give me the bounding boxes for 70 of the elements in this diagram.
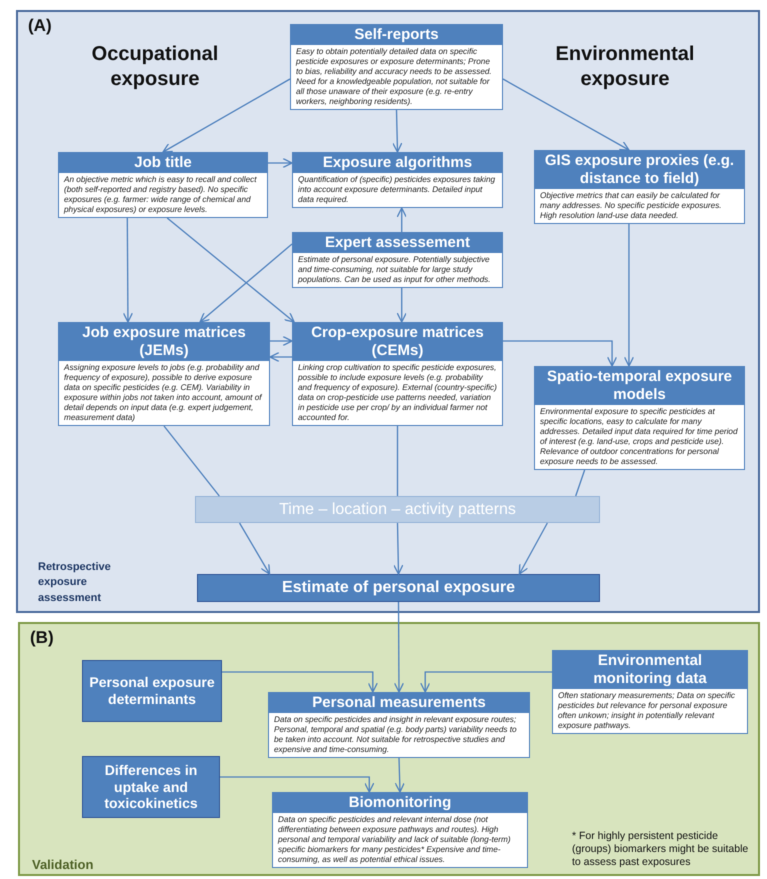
method-card [290, 24, 503, 110]
method-card [58, 152, 268, 218]
card-description: An objective metric which is easy to recall and collect (both self-reported and registry based). No specific exposures (e.g. farmer: wide range of chemical and physical exposures) or exposure levels. [62, 174, 258, 216]
process-box: Personal exposure determinants [82, 660, 222, 722]
arrow [518, 522, 548, 575]
card-description: Assigning exposure levels to jobs (e.g. probability and frequency of exposure), possible to derive exposure data on specific pesticides (e.g. CEM). Variability in exposure within jobs not taken into account, amount of detail depends on input data (e.g. expert judgement, measurement data) [62, 362, 264, 424]
arrow [396, 288, 407, 323]
panel-letter: (B) [30, 628, 54, 648]
card-description: Linking crop cultivation to specific pesticide exposures, possible to include exposure levels (e.g. probability and frequency of exposure). External (country-specific) data on crop-pesticide use patterns needed, variation in pesticide use per crop/ by an individual farmer not accounted for. [296, 362, 498, 424]
process-box: Differences in uptake and toxicokinetics [82, 756, 220, 818]
arrow [122, 218, 134, 323]
panel-background [18, 622, 760, 876]
method-card [552, 650, 748, 734]
card-description: Environmental exposure to specific pesticides at specific locations, easy to calculate for many addresses. Detailed input data required for time period of interest (e.g. land-use, crops and pesticide use). Relevance of outdoor concentrations for personal exposure needs to be assessed. [539, 406, 739, 468]
card-title: Job title [59, 153, 267, 173]
card-title: Crop-exposure matrices (CEMs) [293, 323, 502, 361]
card-title: Exposure algorithms [293, 153, 502, 173]
card-title: Self-reports [291, 25, 502, 45]
arrow [393, 522, 404, 575]
arrow [199, 244, 292, 323]
method-card [534, 150, 745, 224]
arrow [166, 218, 295, 323]
arrow [269, 352, 292, 362]
method-card [292, 232, 503, 288]
panel-letter: (A) [28, 16, 52, 36]
card-description: Easy to obtain potentially detailed data on specific pesticide exposures or exposure determinants; Prone to bias, reliability and accuracy needs to be assessed. Need for a knowledgeable population, not suitable for all those unaware of their exposure (e.g. re-entry workers, neighboring residents). [294, 46, 493, 108]
card-title: Personal measurements [269, 693, 529, 713]
arrow [270, 336, 293, 346]
panel-background [16, 10, 760, 613]
footnote: * For highly persistent pesticide (groups) biomarkers might be suitable to assess past exposures [572, 830, 750, 870]
arrow [238, 522, 270, 575]
arrow [503, 340, 618, 367]
arrow [502, 78, 630, 151]
card-title: Expert assessement [293, 233, 502, 253]
card-description: Objective metrics that can easily be calculated for many addresses. No specific pesticide exposures. High resolution land-use data needed. [539, 190, 723, 222]
method-card [58, 322, 270, 426]
card-description: Quantification of (specific) pesticides exposures taking into account exposure determinants. Detailed input data required. [297, 174, 496, 206]
card-description: Data on specific pesticides and relevant internal dose (not differentiating between exposure pathways and routes). High personal and temporal variability and lack of suitable (long-term) specific biomarkers for many pesticides* Expensive and time-consuming, as well as potential ethical issues. [276, 814, 512, 866]
card-title: Biomonitoring [273, 793, 527, 813]
card-description: Often stationary measurements; Data on specific pesticides but relevance for personal exposure often unkown; insight in potentially relevant exposure pathways. [556, 690, 736, 732]
method-card [292, 152, 503, 208]
card-title: Job exposure matrices (JEMs) [59, 323, 269, 361]
panel-caption: Retrospective exposure assessment [38, 560, 112, 606]
method-card [268, 692, 530, 758]
arrow [394, 602, 404, 693]
process-box: Estimate of personal exposure [197, 574, 600, 602]
column-heading: Occupational exposure [90, 42, 220, 92]
arrow [268, 158, 293, 168]
arrow [396, 207, 407, 232]
card-description: Data on specific pesticides and insight in relevant exposure routes; Personal, temporal and spatial (e.g. body parts) variability needs to be taken into account. Not suitable for retrospective studies and expensive and time-consuming. [273, 714, 518, 756]
method-card [534, 366, 745, 470]
connector-line [396, 426, 398, 496]
card-title: GIS exposure proxies (e.g. distance to field) [535, 151, 744, 189]
panel-caption: Validation [32, 856, 94, 874]
card-title: Spatio-temporal exposure models [535, 367, 744, 405]
arrow [420, 671, 552, 693]
method-card [292, 322, 503, 426]
card-description: Estimate of personal exposure. Potentially subjective and time-consuming, not suitable for large study populations. Can be used as input for other methods. [296, 254, 492, 286]
arrow [624, 224, 634, 367]
connector-line [163, 426, 220, 496]
arrow [222, 671, 378, 693]
arrow [392, 110, 402, 153]
arrow [162, 78, 290, 153]
method-card [272, 792, 528, 868]
arrow [220, 776, 374, 793]
arrow [394, 758, 405, 793]
column-heading: Environmental exposure [554, 42, 696, 92]
pattern-bar: Time – location – activity patterns [195, 496, 600, 523]
card-title: Environmental monitoring data [553, 651, 747, 689]
connector-line [575, 470, 586, 496]
